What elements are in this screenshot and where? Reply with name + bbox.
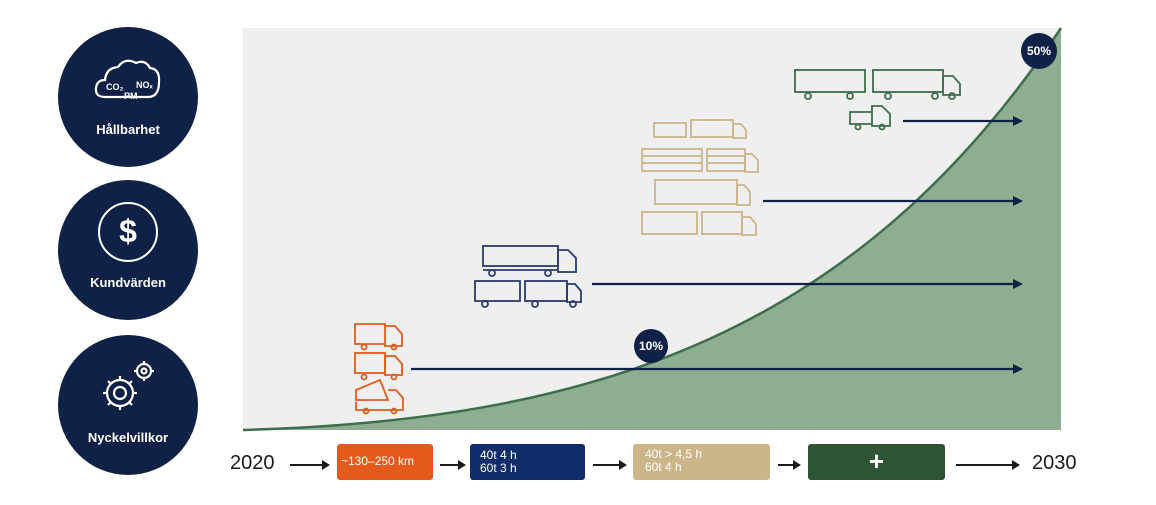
pillar-label: Nyckelvillkor — [87, 430, 169, 445]
timeline-arrow — [290, 460, 330, 470]
step-line: 60t 4 h — [645, 460, 682, 474]
pillar-label: Kundvärden — [90, 275, 166, 290]
timeline-end-year: 2030 — [1032, 452, 1077, 474]
cloud-emissions-icon — [94, 59, 161, 99]
green-truck-group — [794, 69, 961, 131]
marker-10-percent: 10% — [634, 329, 668, 363]
timeline-step-green: + — [808, 444, 945, 480]
timeline-step-blue: 40t 4 h 60t 3 h — [470, 444, 585, 480]
plus-icon: + — [868, 446, 885, 476]
adoption-curve — [242, 27, 1063, 432]
pillar-label: Hållbarhet — [96, 122, 160, 137]
adoption-area — [243, 28, 1061, 430]
co2-label: CO₂ — [106, 82, 124, 92]
timeline-step-tan: 40t > 4,5 h 60t 4 h — [633, 444, 770, 480]
step-line: ~130–250 km — [341, 454, 415, 468]
tan-truck-group — [641, 119, 759, 236]
pillar-key-conditions: Nyckelvillkor — [58, 335, 198, 475]
gears-icon — [103, 361, 154, 410]
dollar-glyph: $ — [119, 213, 137, 249]
step-line: 60t 3 h — [480, 461, 517, 475]
timeline-arrow — [778, 460, 801, 470]
pm-label: PM — [124, 91, 138, 101]
pillar-customer-value: $ Kundvärden — [58, 180, 198, 320]
marker-50-label: 50% — [1027, 44, 1051, 58]
nox-label: NOₓ — [136, 80, 153, 90]
timeline-arrow — [593, 460, 627, 470]
orange-truck-group — [354, 323, 404, 415]
step-line: 40t > 4,5 h — [645, 447, 703, 461]
timeline-start-year: 2020 — [230, 452, 275, 474]
marker-50-percent: 50% — [1021, 33, 1057, 69]
marker-10-label: 10% — [639, 339, 663, 353]
dollar-icon — [98, 202, 158, 262]
timeline-step-orange: ~130–250 km — [337, 444, 433, 480]
pillar-sustainability: CO₂ NOₓ PM Hållbarhet — [58, 27, 198, 167]
step-line: 40t 4 h — [480, 448, 517, 462]
blue-truck-group — [474, 245, 582, 308]
timeline-arrow — [956, 460, 1020, 470]
timeline-arrow — [440, 460, 466, 470]
arrow-group — [411, 116, 1023, 374]
